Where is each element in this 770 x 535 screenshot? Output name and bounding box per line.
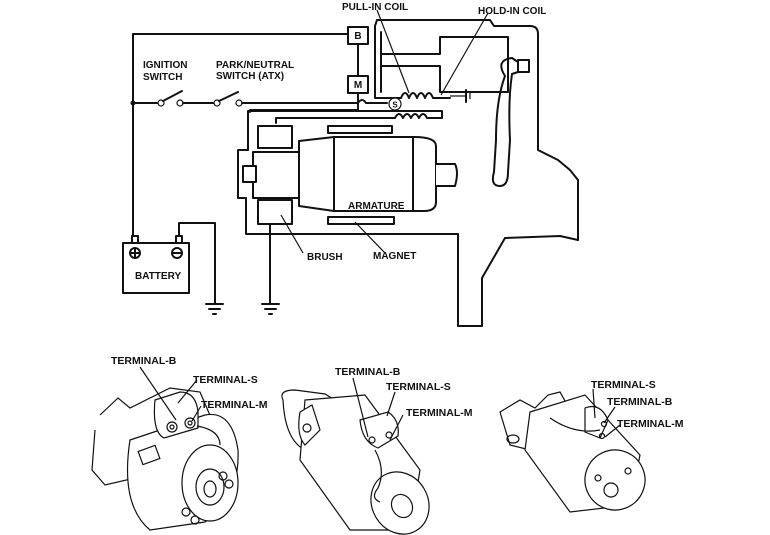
junction-dot: [130, 100, 136, 106]
brush-block: [257, 199, 293, 225]
starter-view-3: TERMINAL-S TERMINAL-B TERMINAL-M: [499, 379, 684, 513]
battery-negative-wire: [178, 222, 216, 305]
armature-label: ARMATURE: [348, 201, 405, 212]
ignition-switch-label-line2: SWITCH: [143, 72, 182, 83]
brush-leader: [280, 214, 304, 254]
hold-in-coil-label: HOLD-IN COIL: [478, 6, 546, 17]
view2-terminal-label-3: TERMINAL-M: [406, 407, 473, 419]
lever-pivot: [517, 59, 530, 73]
field-coil: [247, 110, 443, 151]
battery-label: BATTERY: [135, 271, 181, 282]
view2-terminal-label-1: TERMINAL-B: [335, 366, 401, 378]
view2-terminal-label-2: TERMINAL-S: [386, 381, 451, 393]
ground-symbol-battery: [205, 303, 224, 315]
view1-terminal-label-3: TERMINAL-M: [201, 399, 268, 411]
ignition-switch-symbol: [157, 90, 215, 107]
view1-terminal-label-2: TERMINAL-S: [193, 374, 258, 386]
brush-label: BRUSH: [307, 252, 343, 263]
armature: [242, 125, 458, 225]
park-neutral-label-line1: PARK/NEUTRAL: [216, 60, 294, 71]
terminal-s-label: S: [392, 101, 398, 110]
view3-terminal-label-2: TERMINAL-B: [607, 396, 673, 408]
view1-terminal-label-1: TERMINAL-B: [111, 355, 177, 367]
shift-lever: [491, 57, 519, 187]
pull-in-coil-label: PULL-IN COIL: [342, 2, 408, 13]
battery-positive-wire: [132, 33, 349, 244]
hold-in-coil-leader: [440, 12, 489, 96]
magnet-leader: [354, 221, 386, 254]
starter-view-2: TERMINAL-B TERMINAL-S TERMINAL-M: [281, 366, 473, 535]
motor-frame: [237, 149, 579, 327]
view3-terminal-label-3: TERMINAL-M: [617, 418, 684, 430]
schematic: B M S: [122, 2, 579, 327]
magnet-label: MAGNET: [373, 251, 416, 262]
magnet-block: [327, 216, 395, 225]
ignition-switch-label-line1: IGNITION: [143, 60, 187, 71]
pull-in-coil-leader: [376, 9, 410, 94]
pull-in-coil-symbol: [400, 92, 451, 99]
terminal-b-label: B: [354, 31, 361, 42]
park-neutral-label-line2: SWITCH (ATX): [216, 71, 284, 82]
view3-terminal-label-1: TERMINAL-S: [591, 379, 656, 391]
starter-view-1: TERMINAL-B TERMINAL-S TERMINAL-M: [91, 355, 268, 531]
solenoid-plunger: [380, 31, 509, 93]
battery-symbol: BATTERY: [122, 235, 190, 294]
ground-symbol-motor: [261, 303, 280, 315]
park-neutral-switch-symbol: [213, 91, 388, 107]
terminal-m-label: M: [354, 80, 362, 91]
